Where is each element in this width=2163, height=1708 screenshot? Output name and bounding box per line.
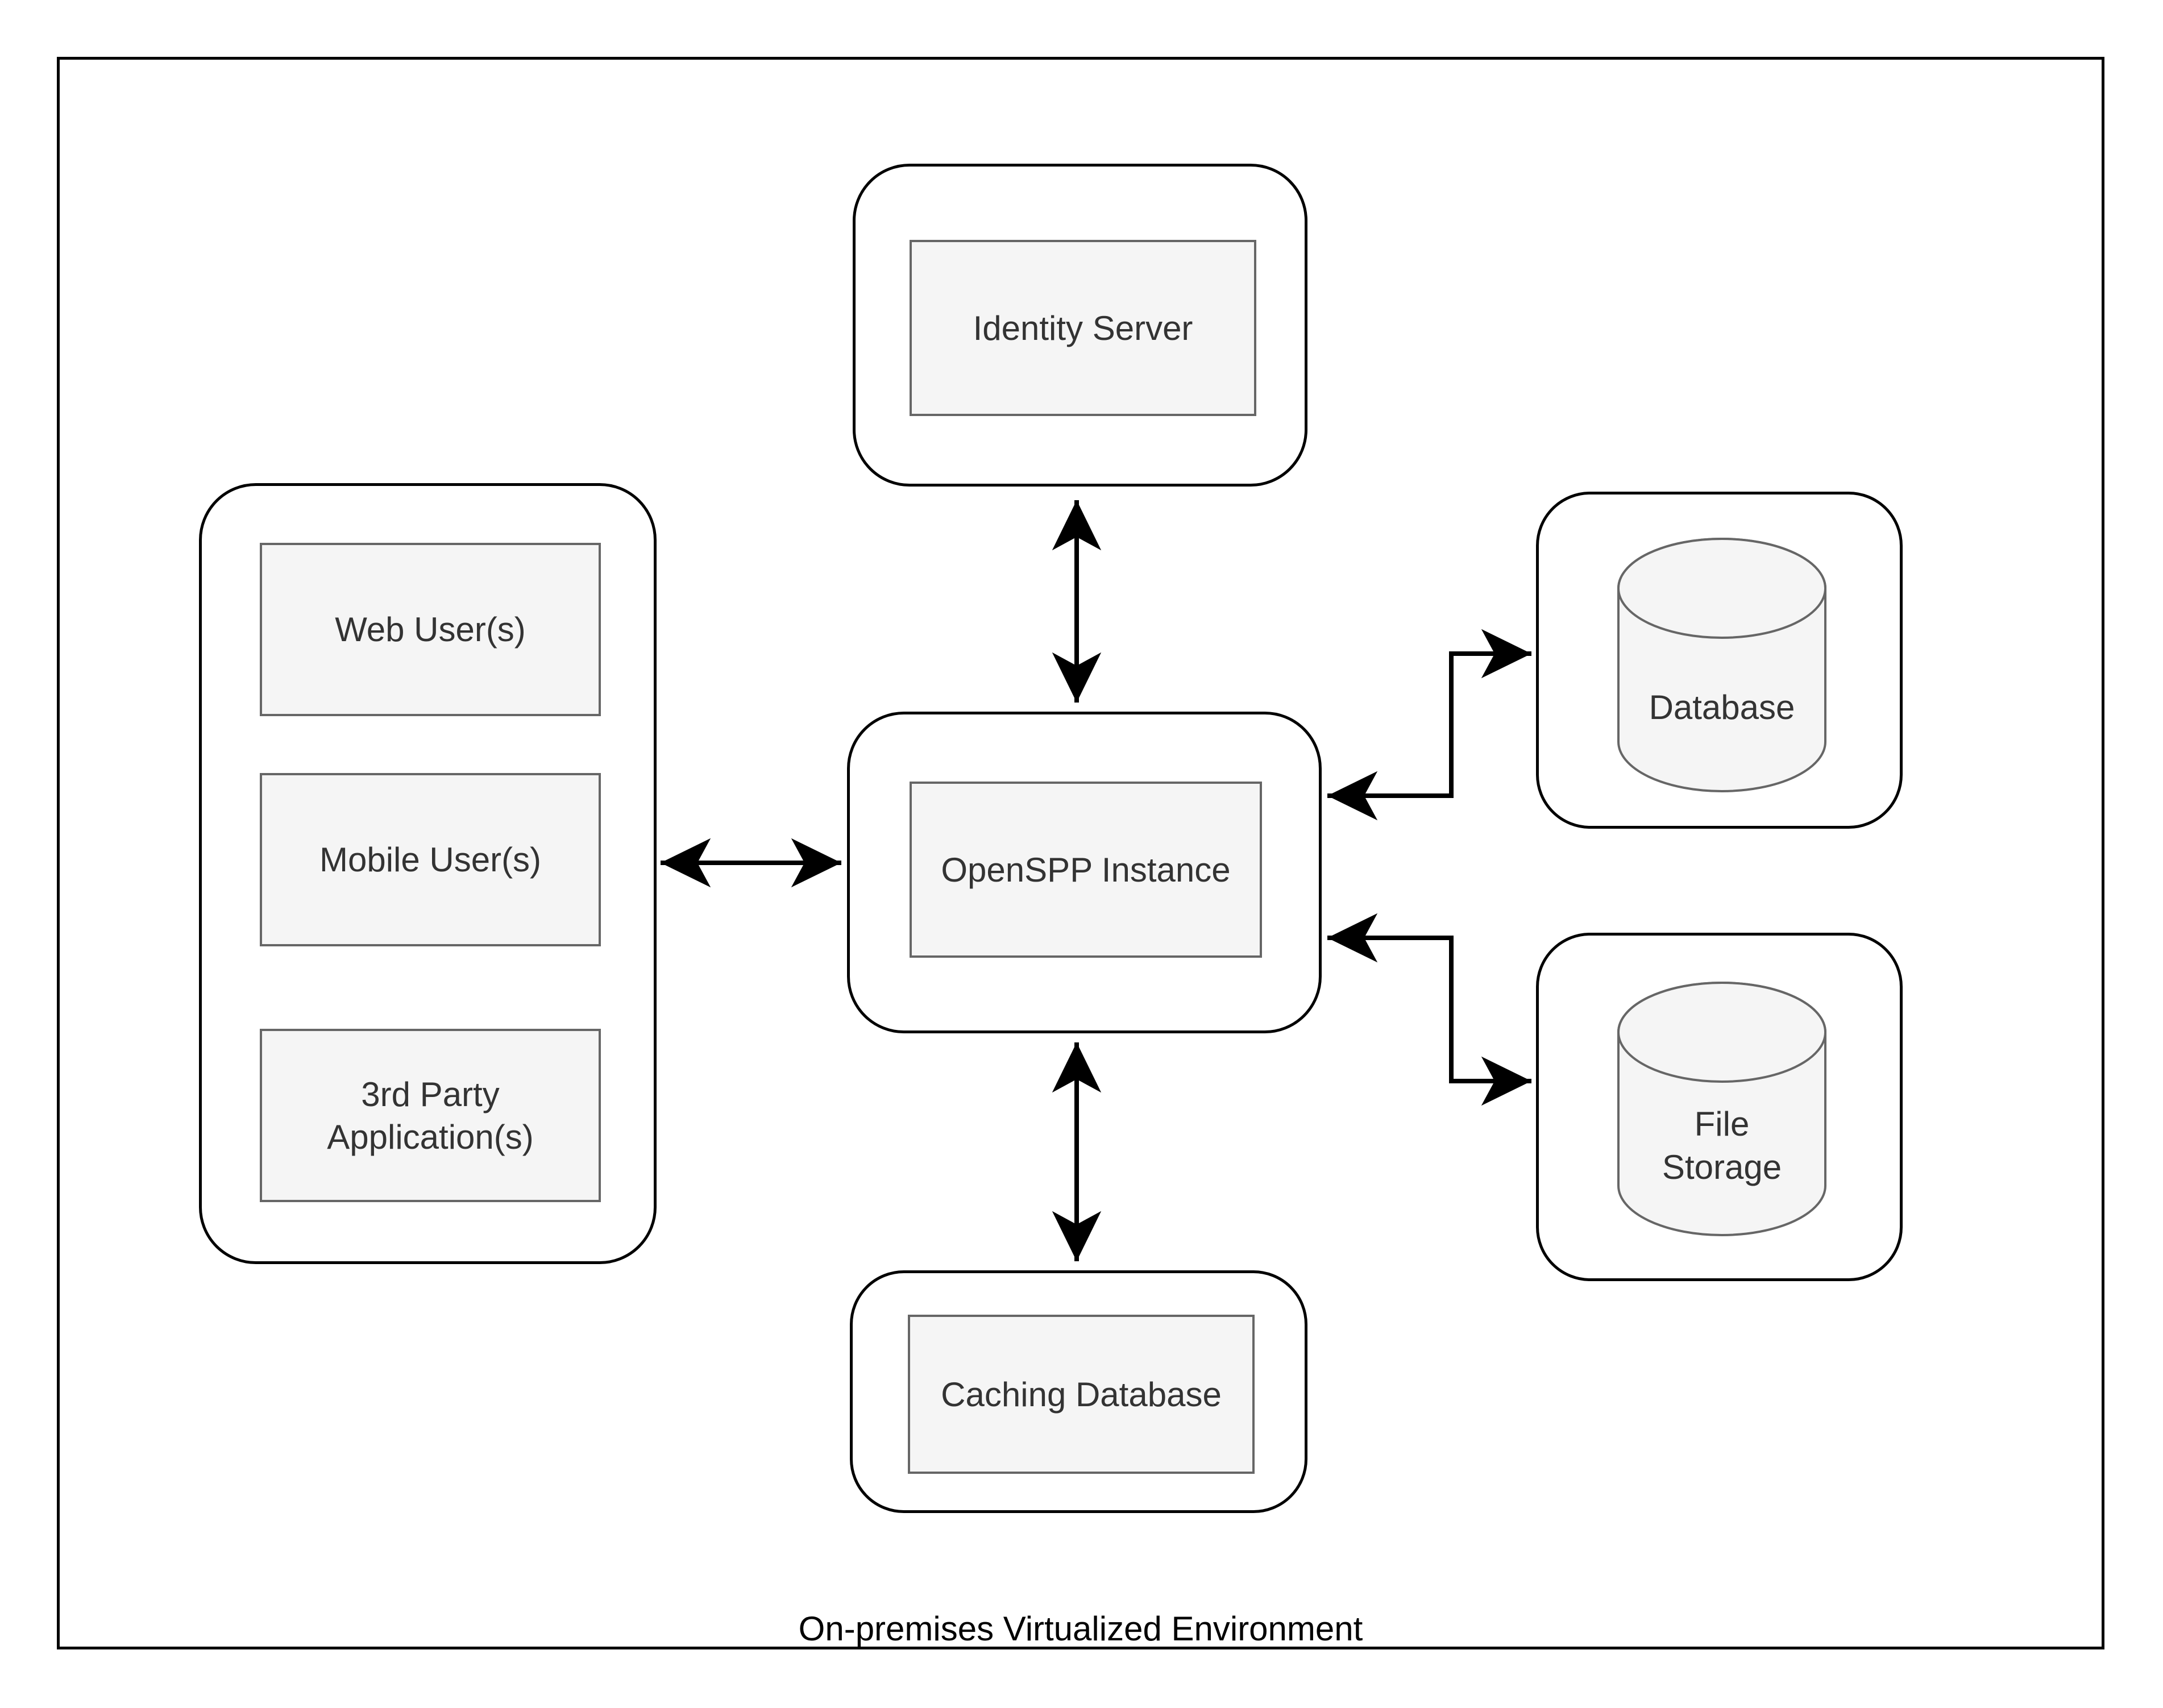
database-cylinder-icon [1617, 538, 1826, 792]
node-identity-server-label: Identity Server [973, 309, 1193, 347]
openspp-instance-group: OpenSPP Instance [847, 712, 1322, 1033]
node-openspp-instance-label: OpenSPP Instance [941, 850, 1231, 889]
node-caching-database: Caching Database [908, 1315, 1255, 1474]
node-mobile-users-label: Mobile User(s) [319, 841, 542, 879]
node-file-storage-label: File Storage [1662, 1104, 1782, 1186]
node-caching-database-label: Caching Database [941, 1375, 1222, 1414]
node-web-users-label: Web User(s) [335, 610, 526, 649]
database-group: Database [1536, 492, 1903, 829]
node-openspp-instance: OpenSPP Instance [910, 782, 1262, 958]
node-mobile-users: Mobile User(s) [260, 773, 601, 946]
environment-caption: On-premises Virtualized Environment [798, 1610, 1363, 1648]
node-web-users: Web User(s) [260, 543, 601, 716]
node-third-party-applications: 3rd Party Application(s) [260, 1029, 601, 1202]
caching-database-group: Caching Database [850, 1270, 1307, 1513]
node-identity-server: Identity Server [910, 240, 1256, 416]
node-third-party-applications-label: 3rd Party Application(s) [327, 1075, 534, 1156]
client-applications-group: Web User(s) Mobile User(s) 3rd Party App… [199, 483, 657, 1264]
identity-server-group: Identity Server [853, 164, 1307, 487]
file-storage-group: File Storage [1536, 933, 1903, 1281]
environment-boundary [57, 57, 2104, 1649]
node-database-label: Database [1649, 688, 1795, 726]
file-storage-cylinder-icon [1617, 982, 1826, 1236]
